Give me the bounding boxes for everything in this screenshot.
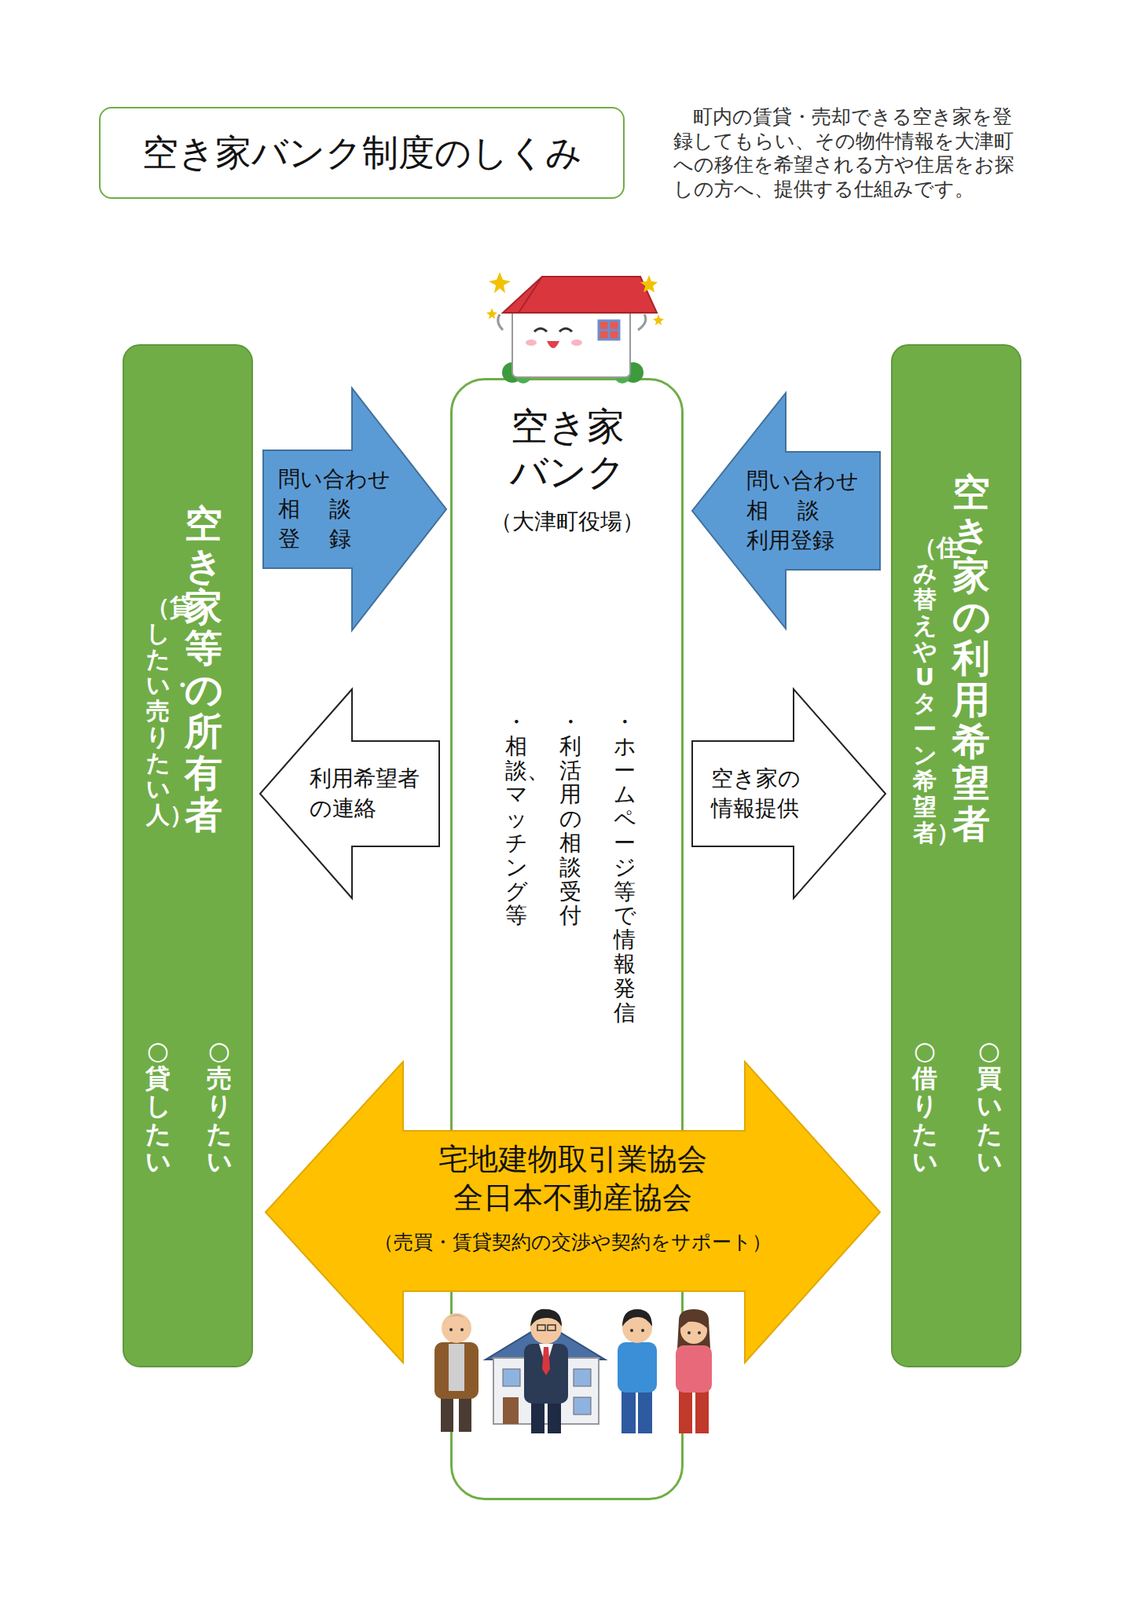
house-mascot <box>546 341 560 349</box>
panel-heading: 空き家の利用希望者 <box>952 471 990 845</box>
service-item: ・ホームページ等で情報発信 <box>613 710 636 1025</box>
connector-label: 利用希望者 の連絡 <box>309 763 426 824</box>
connector-label: 問い合わせ 相 談 登 録 <box>278 464 395 554</box>
elderly-man <box>441 1314 472 1325</box>
house-mascot <box>638 314 646 330</box>
elderly-man <box>458 1395 472 1432</box>
house-mascot <box>571 339 583 346</box>
agent-man <box>542 1346 550 1375</box>
house-mascot <box>652 314 664 326</box>
agent-man <box>537 1324 546 1331</box>
agent-man <box>539 1343 554 1368</box>
house-illustration <box>485 1323 605 1424</box>
agent-man <box>530 1312 562 1344</box>
elderly-man <box>434 1312 479 1432</box>
house-mascot <box>498 314 503 330</box>
house-mascot <box>623 362 644 383</box>
panel-subheading: （貸したい・売りたい人） <box>146 594 170 828</box>
young-man <box>621 1389 636 1434</box>
elderly-man <box>440 1395 454 1432</box>
elderly-man <box>434 1342 479 1399</box>
house-mascot <box>512 308 631 378</box>
house-illustration <box>502 1397 519 1424</box>
wish-item: ○貸したい <box>145 1037 171 1176</box>
agent-man <box>531 1400 545 1434</box>
wish-item: ○買いたい <box>976 1037 1002 1176</box>
elderly-man <box>441 1312 472 1343</box>
house-mascot <box>614 367 631 384</box>
young-woman <box>675 1345 712 1393</box>
house-illustration <box>502 1368 521 1386</box>
association-note: （売買・賃貸契約の交渉や契約をサポート） <box>312 1229 833 1256</box>
agent-man <box>547 1400 561 1434</box>
double-arrow-outline <box>265 1061 880 1363</box>
young-woman <box>678 1389 693 1434</box>
young-man <box>617 1309 657 1434</box>
elderly-man <box>460 1327 464 1331</box>
house-illustration <box>573 1368 591 1386</box>
young-woman <box>675 1309 712 1434</box>
association-arrow: 宅地建物取引業協会 全日本不動産協会 （売買・賃貸契約の交渉や契約をサポート） <box>265 1061 880 1363</box>
house-mascot <box>502 276 657 313</box>
user-panel: 空き家の利用希望者 （住み替えやUターン希望者） ○買いたい ○借りたい <box>891 344 1022 1368</box>
service-item: ・相談、マッチング等 <box>505 710 528 928</box>
inquiry-arrow <box>263 388 447 631</box>
bank-box: 空き家 バンク （大津町役場） ・ホームページ等で情報発信 ・利活用の相談受付 ・相談、… <box>450 377 684 1500</box>
house-illustration <box>493 1357 599 1424</box>
young-man <box>622 1312 653 1343</box>
young-woman <box>677 1309 711 1349</box>
connector-label: 空き家の 情報提供 <box>711 763 828 824</box>
service-item: ・利活用の相談受付 <box>559 710 582 928</box>
house-illustration <box>573 1397 591 1415</box>
house-mascot <box>640 275 658 293</box>
diagram-title: 空き家バンク制度のしくみ <box>100 108 624 198</box>
wish-item: ○売りたい <box>206 1037 232 1176</box>
description-note: 町内の賃貸・売却できる空き家を登録してもらい、その物件情報を大津町への移住を希望… <box>673 105 1021 202</box>
bank-heading: 空き家 バンク <box>491 403 643 495</box>
agent-man <box>530 1309 562 1327</box>
elderly-man <box>449 1327 453 1331</box>
house-mascot <box>515 367 532 384</box>
panel-heading: 空き家等の所有者 <box>184 502 223 835</box>
young-man <box>622 1309 653 1327</box>
title-box: 空き家バンク制度のしくみ <box>99 106 625 199</box>
inquiry-arrow <box>692 392 880 629</box>
house-mascot <box>486 308 498 319</box>
house-mascot <box>518 276 543 313</box>
young-woman <box>697 1331 701 1335</box>
young-man <box>638 1389 653 1434</box>
young-woman <box>680 1316 708 1344</box>
house-mascot <box>608 320 611 340</box>
young-woman <box>687 1331 691 1335</box>
owner-panel: 空き家等の所有者 （貸したい・売りたい人） ○売りたい ○貸したい <box>122 344 253 1368</box>
young-man <box>617 1342 657 1393</box>
house-mascot <box>559 328 572 332</box>
agent-man <box>547 1324 556 1331</box>
connector-label: 問い合わせ 相 談 利用登録 <box>746 465 863 555</box>
young-man <box>641 1328 645 1332</box>
agent-man <box>524 1343 569 1404</box>
young-woman <box>680 1313 708 1328</box>
house-mascot <box>486 271 664 384</box>
house-illustration <box>485 1323 605 1360</box>
young-man <box>630 1328 634 1332</box>
association-name: 宅地建物取引業協会 全日本不動産協会 <box>407 1140 738 1218</box>
house-mascot <box>534 328 547 332</box>
house-mascot <box>525 339 537 346</box>
house-mascot <box>598 329 620 332</box>
notice-arrow <box>260 689 440 899</box>
bank-office: （大津町役場） <box>452 507 682 536</box>
agent-man <box>524 1309 569 1434</box>
info-arrow <box>692 689 886 899</box>
panel-subheading: （住み替えやUターン希望者） <box>913 534 937 846</box>
house-mascot <box>488 271 511 294</box>
elderly-man <box>448 1343 465 1391</box>
young-woman <box>695 1389 709 1434</box>
house-mascot <box>502 362 523 383</box>
house-mascot <box>598 320 620 340</box>
wish-item: ○借りたい <box>912 1037 938 1176</box>
